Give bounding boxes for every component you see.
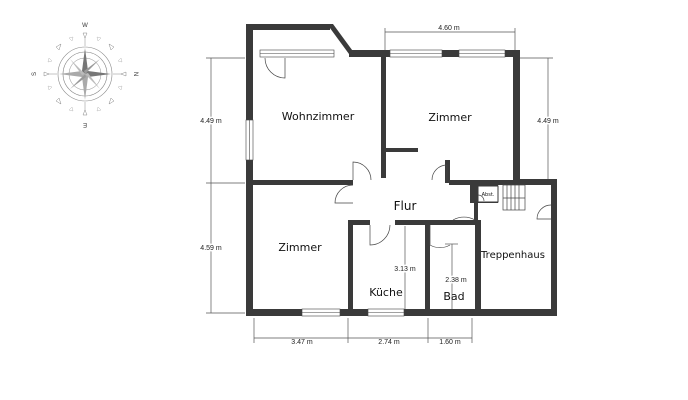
dim-bad-height: 2.38 m	[445, 277, 467, 284]
stairs	[502, 184, 526, 211]
room-label-abst: Abst.	[482, 192, 495, 198]
room-label-zimmer-ne: Zimmer	[428, 111, 472, 124]
compass-south-label: S	[32, 72, 38, 76]
compass-north-label: N	[132, 72, 138, 76]
room-label-bad: Bad	[443, 290, 464, 303]
dim-bottom-2: 2.74 m	[378, 339, 400, 346]
room-label-wohnzimmer: Wohnzimmer	[282, 110, 355, 123]
room-label-flur: Flur	[394, 199, 417, 213]
dim-bottom-3: 1.60 m	[439, 339, 461, 346]
windows	[245, 49, 506, 317]
compass-west-label: W	[82, 23, 88, 29]
dim-right-upper: 4.49 m	[537, 118, 559, 125]
compass-rose: N W S E	[32, 23, 138, 127]
dim-top-width: 4.60 m	[438, 25, 460, 32]
dimension-lines	[206, 28, 553, 343]
doors	[264, 57, 552, 249]
dim-bottom-1: 3.47 m	[291, 339, 313, 346]
room-label-treppenhaus: Treppenhaus	[480, 250, 545, 261]
dim-kueche-height: 3.13 m	[394, 266, 416, 273]
dim-left-upper: 4.49 m	[200, 118, 222, 125]
room-label-kueche: Küche	[369, 286, 403, 299]
compass-east-label: E	[83, 121, 87, 127]
room-label-zimmer-sw: Zimmer	[278, 241, 322, 254]
dim-left-lower: 4.59 m	[200, 245, 222, 252]
